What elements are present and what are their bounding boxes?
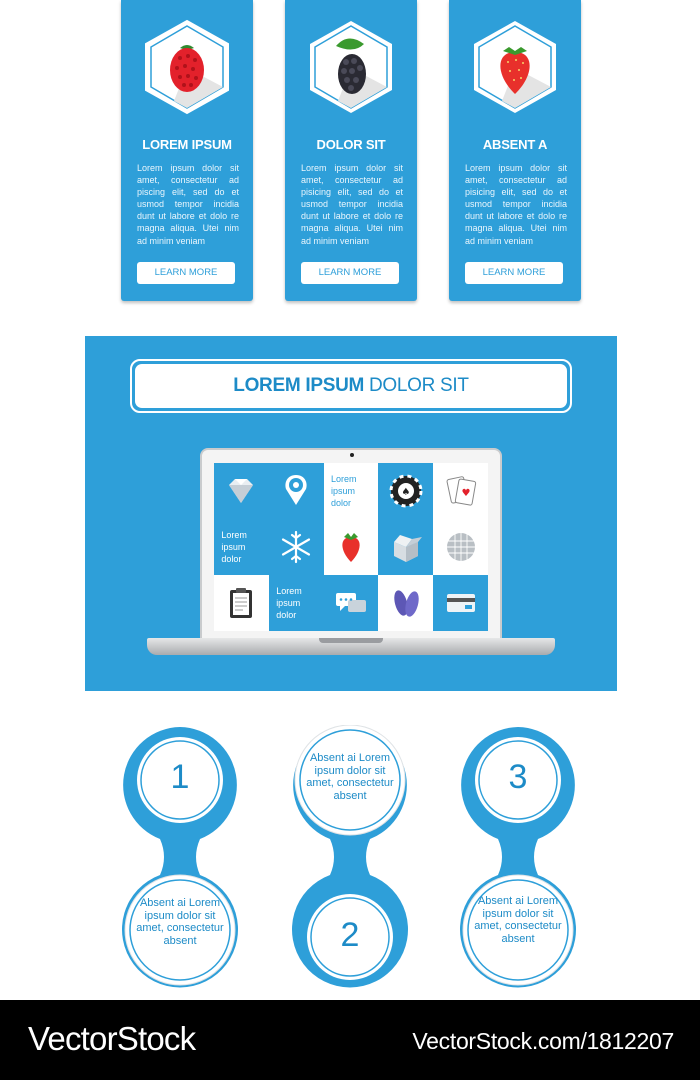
tile-text: Lorem ipsum dolor <box>221 530 247 564</box>
step-connector-shape <box>292 725 408 988</box>
feature-card-2: DOLOR SIT Lorem ipsum dolor sit amet, co… <box>285 0 417 301</box>
tile-diamond[interactable] <box>214 463 269 519</box>
tile-poker-chip[interactable]: ♠ <box>378 463 434 519</box>
blackberry-icon <box>310 21 392 113</box>
camera-dot <box>350 453 354 457</box>
step-connector-shape <box>460 727 576 988</box>
card-title: LOREM IPSUM <box>142 137 232 152</box>
map-pin-icon <box>285 475 307 505</box>
open-box-icon <box>393 535 422 562</box>
tile-credit-card[interactable] <box>433 575 488 631</box>
banner-title-bold: LOREM IPSUM <box>233 375 365 396</box>
step-text: Absent ai Lorem ipsum dolor sit amet, co… <box>474 895 562 945</box>
banner-title-light: DOLOR SIT <box>369 375 469 396</box>
banner-title-frame: LOREM IPSUM DOLOR SIT <box>130 359 572 413</box>
footer-bar: VectorStock VectorStock.com/1812207 <box>0 1000 700 1080</box>
tile-chat[interactable] <box>323 575 379 631</box>
feature-card-3: ABSENT A Lorem ipsum dolor sit amet, con… <box>449 0 581 301</box>
playing-cards-icon: ♥ <box>446 476 476 506</box>
tile-box[interactable] <box>378 519 434 575</box>
learn-more-button[interactable]: LEARN MORE <box>137 262 235 284</box>
tile-map-pin[interactable] <box>268 463 324 519</box>
strawberry-icon <box>342 533 360 562</box>
chat-bubbles-icon <box>335 593 366 612</box>
card-body: Lorem ipsum dolor sit amet, consectetur … <box>301 163 403 246</box>
step-number: 3 <box>508 758 528 796</box>
tile-snowflake[interactable] <box>268 519 324 575</box>
strawberry-icon <box>474 21 556 113</box>
svg-text:♠: ♠ <box>401 487 410 498</box>
card-title: ABSENT A <box>482 137 548 152</box>
tile-playing-cards[interactable]: ♥ <box>433 463 488 519</box>
step-2: Absent ai Lorem ipsum dolor sit amet, co… <box>290 725 410 990</box>
tile-text: Lorem ipsum dolor <box>276 586 302 620</box>
step-text: Absent ai Lorem ipsum dolor sit amet, co… <box>306 752 394 802</box>
tile-text-1: Lorem ipsum dolor <box>323 463 379 519</box>
banner-title: LOREM IPSUM DOLOR SIT <box>135 364 567 408</box>
tile-grid: Lorem ipsum dolor ♠ ♥ Lorem ipsu <box>214 463 488 631</box>
learn-more-button[interactable]: LEARN MORE <box>301 262 399 284</box>
snowflake-icon <box>282 530 311 564</box>
flip-flops-icon <box>394 590 419 617</box>
laptop-notch <box>319 638 383 643</box>
vectorstock-logo[interactable]: VectorStock <box>28 1020 196 1057</box>
banner: LOREM IPSUM DOLOR SIT <box>85 336 617 691</box>
disco-ball-icon <box>446 533 475 561</box>
tile-text-2: Lorem ipsum dolor <box>214 519 269 575</box>
learn-more-button[interactable]: LEARN MORE <box>465 262 563 284</box>
tile-text: Lorem ipsum dolor <box>330 474 357 508</box>
clipboard-icon <box>230 588 253 618</box>
tile-flip-flops[interactable] <box>378 575 434 631</box>
laptop-base <box>147 638 555 655</box>
step-number: 2 <box>340 916 360 954</box>
feature-card-1: LOREM IPSUM Lorem ipsum dolor sit amet, … <box>121 0 253 301</box>
step-connector-shape <box>121 727 238 988</box>
diamond-icon <box>229 479 254 503</box>
laptop-screen: Lorem ipsum dolor ♠ ♥ Lorem ipsu <box>200 448 502 640</box>
step-3: 3 Absent ai Lorem ipsum dolor sit amet, … <box>458 725 578 990</box>
tile-strawberry[interactable] <box>323 519 379 575</box>
step-text: Absent ai Lorem ipsum dolor sit amet, co… <box>136 897 224 947</box>
svg-text:♥: ♥ <box>461 488 470 499</box>
tile-text-3: Lorem ipsum dolor <box>268 575 324 631</box>
step-1: 1 Absent ai Lorem ipsum dolor sit amet, … <box>120 725 240 990</box>
card-body: Lorem ipsum dolor sit amet, consectetur … <box>137 163 239 246</box>
poker-chip-icon: ♠ <box>389 474 423 508</box>
tile-disco-ball[interactable] <box>433 519 488 575</box>
step-number: 1 <box>170 758 190 796</box>
raspberry-icon <box>145 19 229 115</box>
image-url[interactable]: VectorStock.com/1812207 <box>412 1028 674 1054</box>
card-body: Lorem ipsum dolor sit amet, consectetur … <box>465 163 567 246</box>
credit-card-icon <box>446 594 475 612</box>
card-title: DOLOR SIT <box>316 137 386 152</box>
tile-clipboard[interactable] <box>214 575 269 631</box>
